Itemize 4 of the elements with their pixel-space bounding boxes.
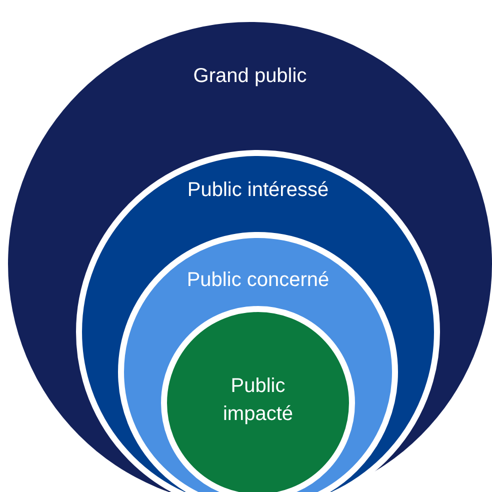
circle-label: Grand public bbox=[192, 64, 308, 89]
circle-label: Public concerné bbox=[186, 268, 330, 293]
circle-label: Public intéressé bbox=[186, 178, 330, 203]
circle-label: Public impacté bbox=[222, 374, 294, 427]
